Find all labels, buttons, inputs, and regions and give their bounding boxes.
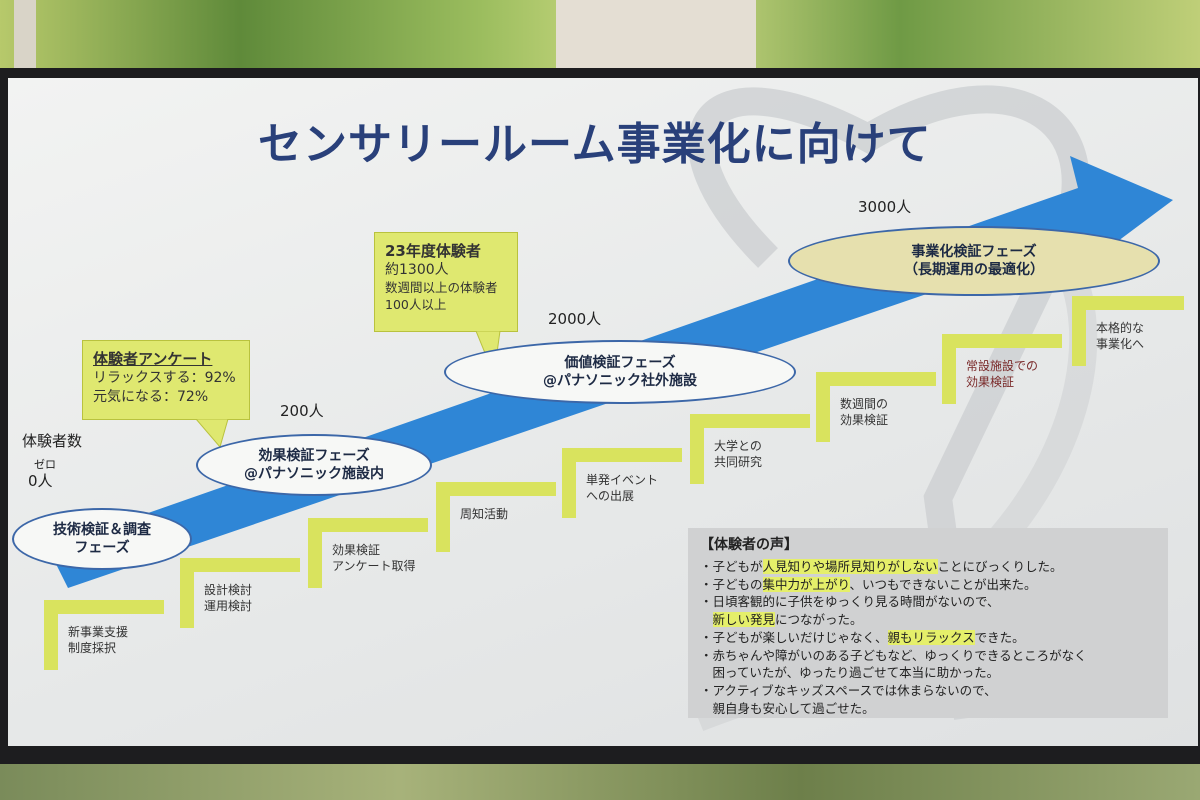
survey-line1: リラックスする：92% (93, 370, 236, 387)
slide-title: センサリールーム事業化に向けて (258, 119, 932, 170)
step-weeks-verification: 数週間の効果検証 (816, 372, 946, 442)
phase4-line1: 事業化検証フェーズ (911, 243, 1037, 260)
step-events: 単発イベントへの出展 (562, 448, 692, 518)
phase3-line2: @パナソニック社外施設 (543, 373, 697, 389)
slide-screen: センサリールーム事業化に向けて 体験者数 ゼロ 0人 200人 2000人 30… (8, 78, 1198, 746)
step-permanent-facility: 常設施設での効果検証 (942, 334, 1072, 404)
count-2000: 2000人 (548, 310, 602, 328)
phase-tech-verification: 技術検証＆調査フェーズ (12, 508, 192, 570)
count-3000: 3000人 (858, 198, 912, 216)
floor (0, 760, 1200, 800)
phase3-line1: 価値検証フェーズ (564, 354, 676, 371)
phase1-line2: フェーズ (74, 540, 130, 556)
voice-2: ・子どもの集中力が上がり、いつもできないことが出来た。 (700, 576, 1037, 592)
step-university: 大学との共同研究 (690, 414, 820, 484)
voice-4: ・子どもが楽しいだけじゃなく、親もリラックスできた。 (700, 629, 1025, 645)
phase2-line1: 効果検証フェーズ (258, 447, 370, 464)
phase1-line1: 技術検証＆調査 (53, 521, 151, 538)
voices-heading: 【体験者の声】 (700, 537, 798, 553)
phase-effect-verification: 効果検証フェーズ @パナソニック施設内 (196, 434, 432, 496)
fy23-line3: 100人以上 (385, 297, 447, 313)
voice-5b: 困っていたが、ゆったり過ごせて本当に助かった。 (700, 665, 1000, 681)
step-survey: 効果検証アンケート取得 (308, 518, 438, 588)
window-frame (14, 0, 36, 70)
callout-fy23: 23年度体験者 約1300人 数週間以上の体験者 100人以上 (374, 232, 518, 332)
voice-3b: 新しい発見につながった。 (712, 612, 863, 628)
survey-line2: 元気になる：72% (93, 389, 209, 406)
fy23-heading: 23年度体験者 (385, 242, 481, 260)
phase4-line2: （長期運用の最適化） (904, 262, 1044, 278)
step-promotion: 周知活動 (436, 482, 566, 552)
axis-label: 体験者数 (22, 432, 83, 450)
voice-6a: ・アクティブなキッズスペースでは休まらないので、 (700, 683, 997, 699)
step-design: 設計検討運用検討 (180, 558, 310, 628)
voices-box: 【体験者の声】 ・子どもが人見知りや場所見知りがしないことにびっくりした。 ・子… (688, 528, 1168, 718)
window-frame (556, 0, 756, 70)
voice-1: ・子どもが人見知りや場所見知りがしないことにびっくりした。 (700, 558, 1063, 574)
zero-ruby: ゼロ (34, 458, 56, 471)
phase-value-verification: 価値検証フェーズ @パナソニック社外施設 (444, 340, 796, 404)
survey-heading: 体験者アンケート (93, 350, 213, 368)
count-0: 0人 (28, 472, 53, 490)
voice-6b: 親自身も安心して過ごせた。 (700, 700, 875, 716)
step-full-commercialization: 本格的な事業化へ (1072, 296, 1192, 366)
voice-5a: ・赤ちゃんや障がいのある子どもなど、ゆっくりできるところがなく (700, 647, 1087, 663)
callout-survey: 体験者アンケート リラックスする：92% 元気になる：72% (82, 340, 250, 420)
phase-commercialization: 事業化検証フェーズ （長期運用の最適化） (788, 226, 1160, 296)
phase2-line2: @パナソニック施設内 (244, 466, 384, 482)
fy23-line2: 数週間以上の体験者 (385, 280, 498, 296)
step-new-business: 新事業支援制度採択 (44, 600, 174, 670)
fy23-line1: 約1300人 (385, 262, 449, 279)
count-200: 200人 (280, 402, 324, 420)
voice-3a: ・日頃客観的に子供をゆっくり見る時間がないので、 (700, 594, 1000, 610)
callout-survey-pointer (195, 419, 229, 449)
